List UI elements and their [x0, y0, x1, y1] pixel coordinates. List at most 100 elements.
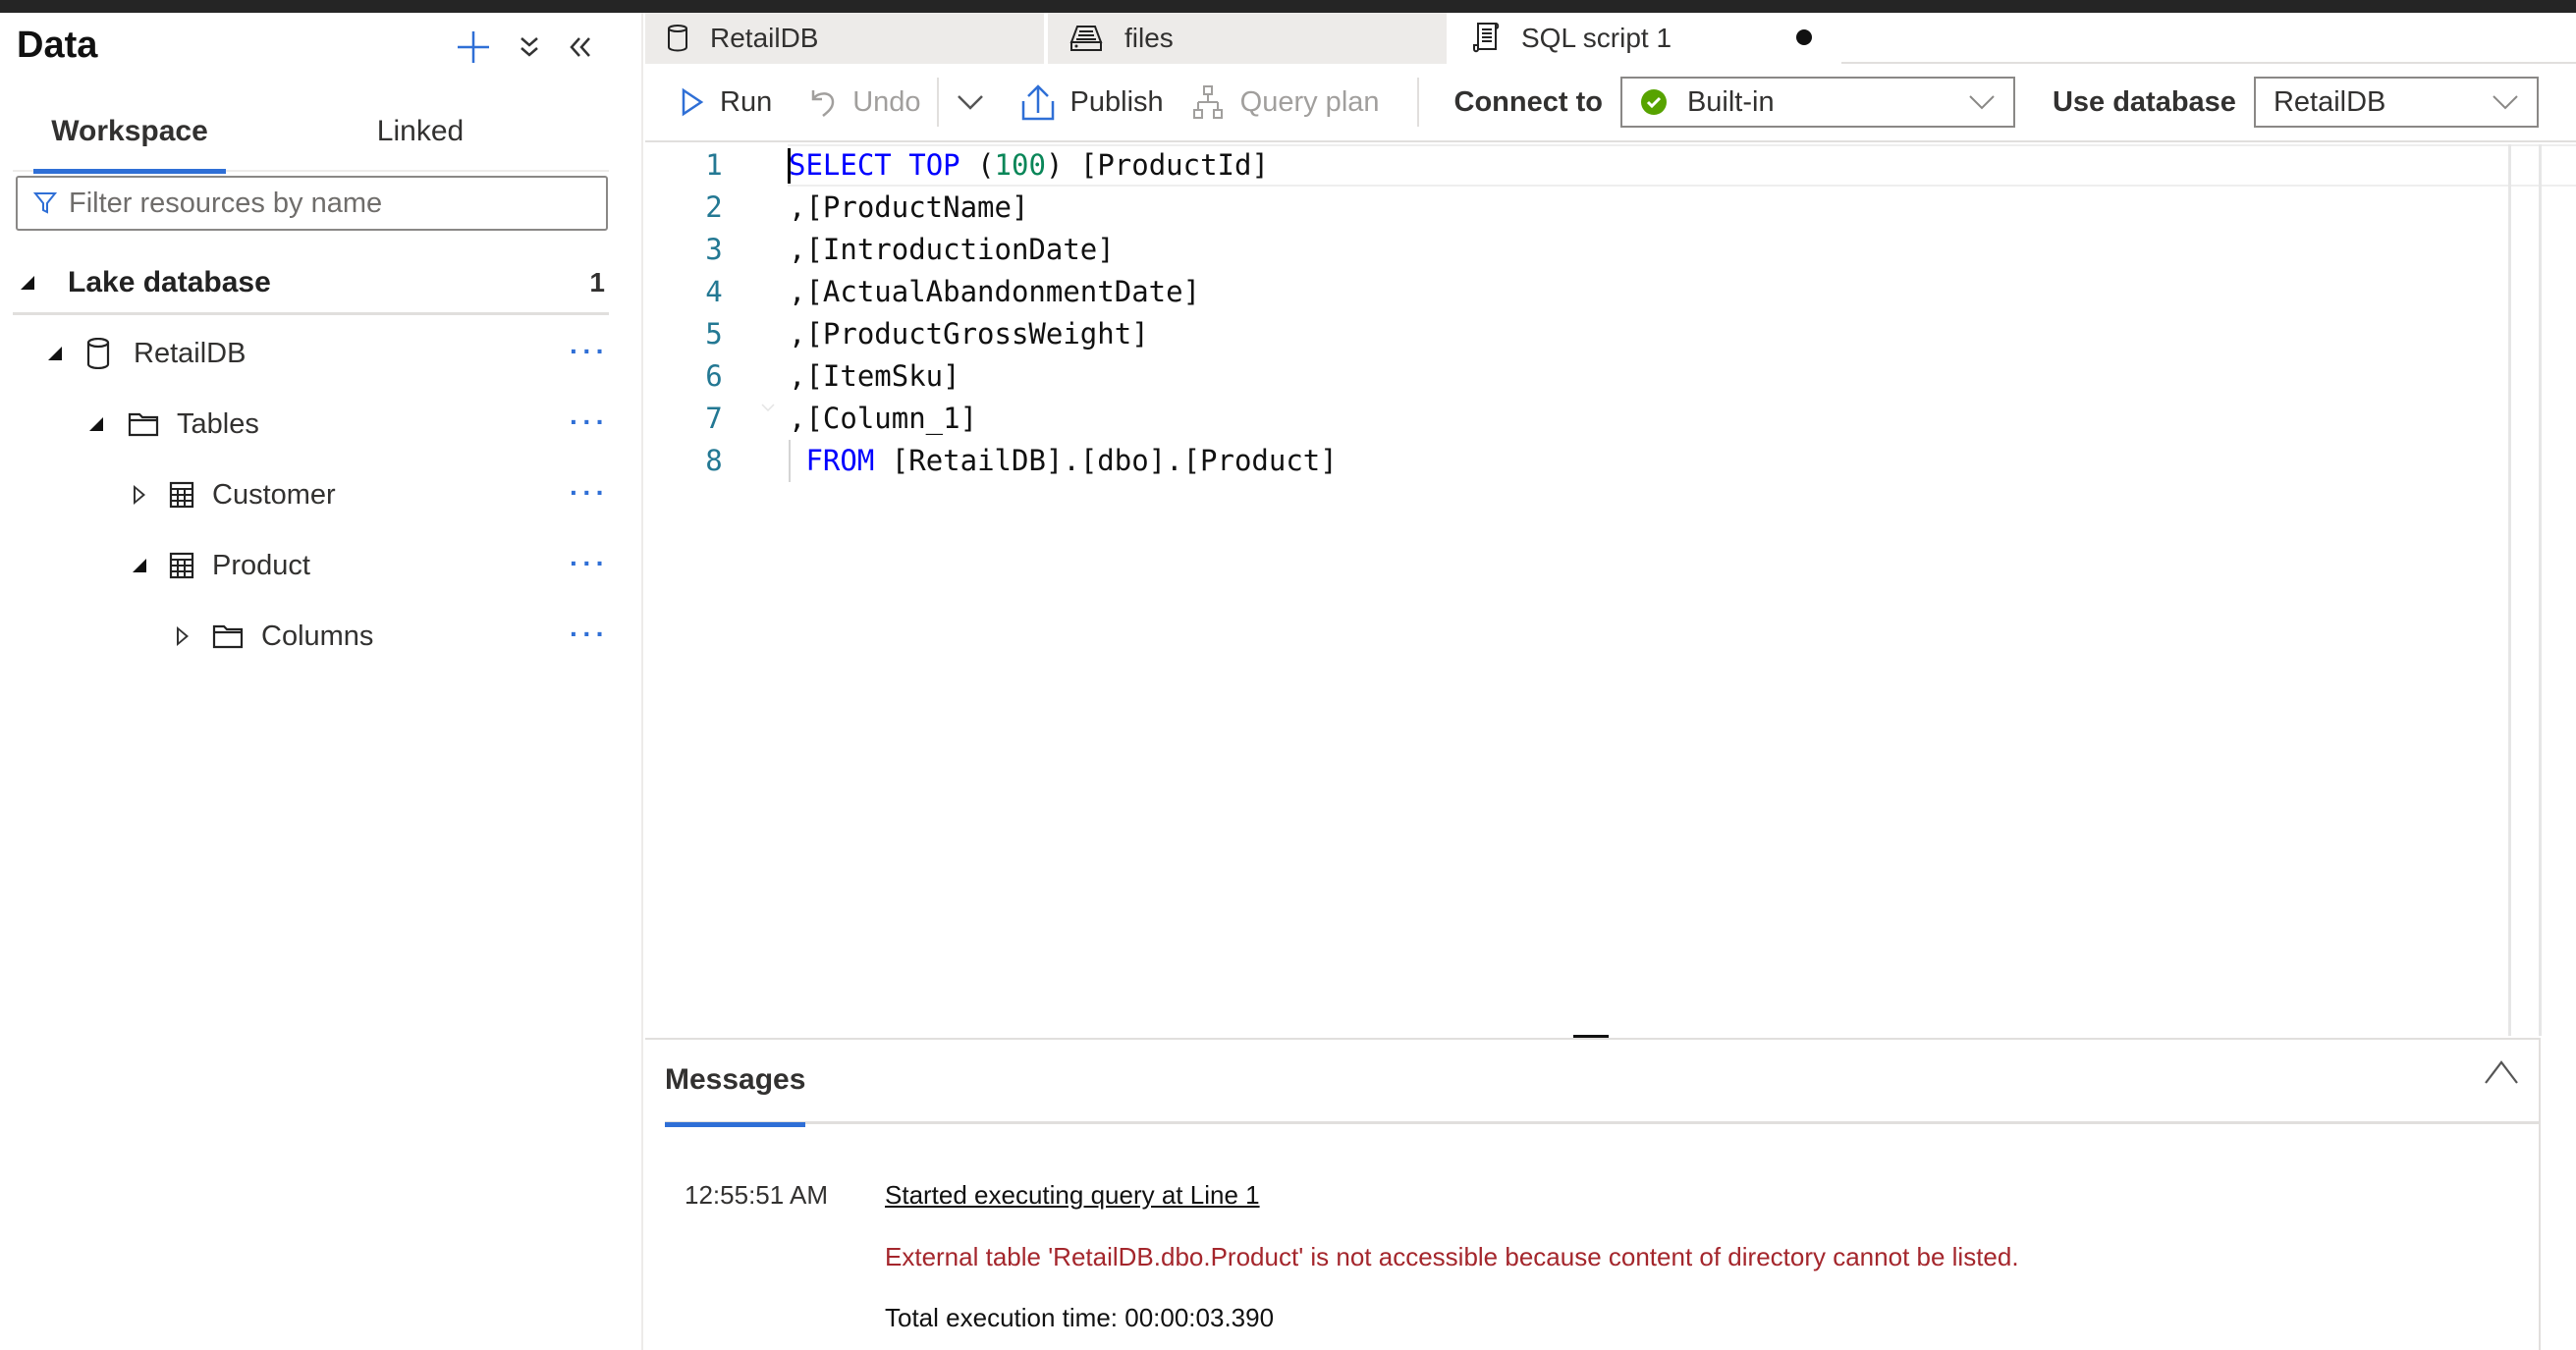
tree-item-tables[interactable]: Tables ···	[0, 389, 609, 459]
run-button[interactable]: Run	[681, 73, 772, 132]
editor-scrollbar[interactable]	[2539, 144, 2542, 1036]
section-label: Lake database	[68, 265, 271, 298]
code-text: FROM [RetailDB].[dbo].[Product]	[789, 440, 1337, 482]
tree-item-retaildb[interactable]: RetailDB ···	[0, 318, 609, 389]
tree-item-customer[interactable]: Customer ···	[0, 459, 609, 530]
table-icon	[169, 481, 194, 509]
expand-triangle-icon[interactable]	[177, 626, 189, 646]
undo-icon	[809, 86, 837, 118]
success-check-icon	[1640, 88, 1668, 116]
collapse-triangle-icon[interactable]	[89, 417, 103, 431]
tab-retaildb[interactable]: RetailDB	[645, 13, 1046, 64]
collapse-panel-icon[interactable]	[564, 23, 597, 72]
collapse-triangle-icon[interactable]	[133, 559, 146, 572]
tree-item-product[interactable]: Product ···	[0, 530, 609, 601]
chevron-down-icon	[1968, 88, 1996, 124]
tab-label: files	[1124, 23, 1174, 53]
connect-to-dropdown[interactable]: Built-in	[1619, 77, 2015, 128]
code-line[interactable]: 7,[Column_1]	[645, 398, 2501, 440]
tree-item-columns[interactable]: Columns ···	[0, 601, 609, 672]
lake-database-section[interactable]: Lake database 1	[13, 252, 609, 315]
code-line[interactable]: 2 ,[ProductName]	[645, 187, 2501, 229]
add-icon[interactable]	[454, 23, 493, 72]
undo-dropdown-button[interactable]	[957, 73, 984, 132]
sql-text	[789, 444, 805, 477]
toolbar-separator	[1416, 78, 1419, 127]
filter-input[interactable]	[69, 187, 579, 220]
tab-messages[interactable]: Messages	[665, 1063, 806, 1127]
connect-to-label: Connect to	[1453, 85, 1603, 118]
publish-button[interactable]: Publish	[1021, 73, 1164, 132]
current-line-highlight	[788, 144, 2576, 187]
code-text: ,[ProductName]	[789, 187, 1028, 229]
tab-workspace[interactable]: Workspace	[33, 91, 226, 174]
tab-sql-script-1[interactable]: SQL script 1	[1451, 13, 1841, 64]
expand-all-icon[interactable]	[513, 23, 546, 72]
messages-panel: Messages 12:55:51 AM Started executing q…	[645, 1038, 2541, 1350]
message-started-link[interactable]: Started executing query at Line 1	[885, 1180, 1260, 1210]
folder-icon	[128, 410, 159, 438]
panel-tabs: Workspace Linked	[13, 91, 609, 174]
line-number: 2	[705, 190, 723, 224]
line-number: 8	[705, 444, 723, 477]
connect-to-value: Built-in	[1686, 85, 1775, 118]
use-database-label: Use database	[2052, 85, 2236, 118]
code-line[interactable]: 6,[ItemSku]	[645, 355, 2501, 398]
sql-text: ,[ProductName]	[789, 190, 1029, 224]
tab-label: SQL script 1	[1521, 23, 1672, 53]
query-plan-button[interactable]: Query plan	[1191, 73, 1380, 132]
tab-files[interactable]: files	[1048, 13, 1449, 64]
chevron-down-icon	[957, 93, 984, 111]
database-icon	[86, 338, 110, 369]
text-cursor	[788, 148, 791, 184]
tab-workspace-label: Workspace	[51, 115, 208, 147]
fold-chevron-icon[interactable]	[761, 404, 775, 411]
sql-text: ) [ProductId]	[1045, 148, 1269, 182]
use-database-dropdown[interactable]: RetailDB	[2253, 77, 2539, 128]
code-line[interactable]: 4,[ActualAbandonmentDate]	[645, 271, 2501, 313]
sql-text	[892, 148, 908, 182]
message-total-time: Total execution time: 00:00:03.390	[885, 1303, 1275, 1332]
undo-button[interactable]: Undo	[809, 73, 921, 132]
collapse-panel-button[interactable]	[2484, 1059, 2519, 1090]
line-number: 1	[705, 148, 723, 182]
message-error: External table 'RetailDB.dbo.Product' is…	[885, 1242, 2019, 1271]
more-options-button[interactable]: ···	[570, 336, 609, 366]
use-database-value: RetailDB	[2273, 85, 2386, 118]
editor-ruler	[2508, 144, 2511, 1036]
collapse-triangle-icon[interactable]	[21, 275, 34, 290]
tab-linked-label: Linked	[376, 115, 465, 147]
tab-linked[interactable]: Linked	[337, 91, 504, 172]
window-top-bar	[0, 0, 2576, 13]
sql-text: (	[959, 148, 995, 182]
document-tabs: RetailDB files SQL script 1	[645, 13, 2576, 64]
sql-number: 100	[994, 148, 1046, 182]
code-line[interactable]: 3 ,[IntroductionDate]	[645, 229, 2501, 271]
code-line[interactable]: 5,[ProductGrossWeight]	[645, 313, 2501, 355]
sql-keyword: SELECT	[789, 148, 892, 182]
run-icon	[681, 87, 704, 117]
indent-guide	[789, 440, 791, 482]
run-label: Run	[720, 85, 773, 118]
query-plan-icon	[1191, 84, 1225, 120]
more-options-button[interactable]: ···	[570, 548, 609, 578]
messages-tab-bar: Messages	[665, 1040, 2539, 1127]
expand-triangle-icon[interactable]	[134, 485, 145, 505]
collapse-triangle-icon[interactable]	[48, 347, 62, 360]
more-options-button[interactable]: ···	[570, 619, 609, 649]
code-line[interactable]: 8 FROM [RetailDB].[dbo].[Product]	[645, 440, 2501, 482]
code-text: ,[IntroductionDate]	[789, 229, 1115, 271]
more-options-button[interactable]: ···	[570, 406, 609, 437]
sql-text: ,[Column_1]	[789, 402, 978, 435]
tree-item-label: Tables	[177, 407, 259, 440]
file-share-icon	[1069, 25, 1103, 52]
line-number: 3	[705, 233, 723, 266]
line-number: 4	[705, 275, 723, 308]
publish-icon	[1021, 83, 1055, 121]
table-icon	[169, 552, 194, 579]
more-options-button[interactable]: ···	[570, 477, 609, 508]
tree-item-label: Customer	[212, 478, 336, 511]
chevron-down-icon	[2492, 88, 2519, 124]
